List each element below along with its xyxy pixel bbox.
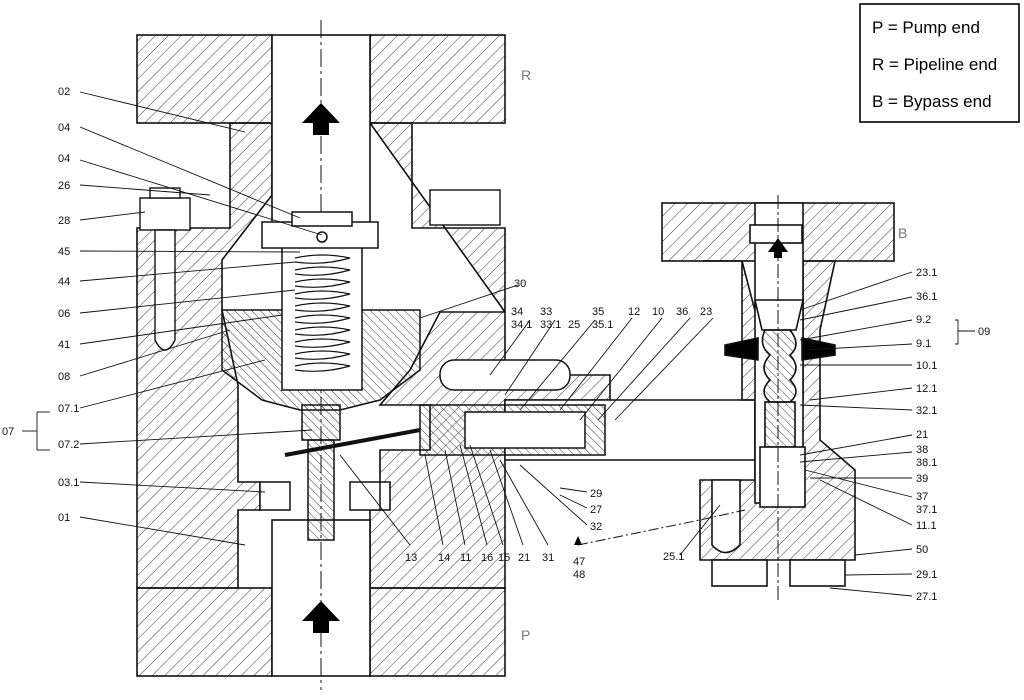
label-09: 09 — [978, 326, 990, 338]
label-11: 11 — [460, 552, 471, 564]
label-12: 12 — [628, 306, 640, 318]
left-labels: 02 04 04 26 28 45 44 06 41 08 07.1 07 07… — [2, 86, 79, 524]
label-38: 38 — [916, 444, 928, 456]
label-38-1: 38.1 — [916, 457, 937, 469]
label-10-1: 10.1 — [916, 360, 937, 372]
label-36-1: 36.1 — [916, 291, 937, 303]
bypass-valve-body — [661, 202, 895, 587]
legend-line-bypass: B = Bypass end — [872, 92, 992, 111]
bypass-pipe — [284, 359, 756, 461]
label-07: 07 — [2, 426, 14, 438]
label-13: 13 — [405, 552, 417, 564]
section-arrow — [574, 536, 582, 545]
label-50: 50 — [916, 544, 928, 556]
label-12-1: 12.1 — [916, 383, 937, 395]
end-label-p: P — [521, 627, 530, 643]
label-33-1: 33.1 — [540, 319, 561, 331]
legend-line-pipeline: R = Pipeline end — [872, 55, 997, 74]
label-37: 37 — [916, 491, 928, 503]
right-labels: 23.1 36.1 9.2 9.1 10.1 12.1 32.1 21 38 3… — [916, 267, 990, 603]
label-45: 45 — [58, 246, 70, 258]
label-02: 02 — [58, 86, 70, 98]
label-03-1: 03.1 — [58, 477, 79, 489]
label-37-1: 37.1 — [916, 504, 937, 516]
legend-box: P = Pump end R = Pipeline end B = Bypass… — [859, 3, 1020, 123]
label-9-2: 9.2 — [916, 314, 931, 326]
label-9-1: 9.1 — [916, 338, 931, 350]
label-21-r: 21 — [916, 429, 928, 441]
label-39: 39 — [916, 473, 928, 485]
label-48: 48 — [573, 569, 585, 581]
flow-arrow-up-bottom — [302, 601, 340, 633]
legend-line-pump: P = Pump end — [872, 18, 980, 37]
label-27: 27 — [590, 504, 602, 516]
label-04a: 04 — [58, 122, 70, 134]
label-26: 26 — [58, 180, 70, 192]
label-35-1: 35.1 — [592, 319, 613, 331]
label-47: 47 — [573, 556, 585, 568]
label-07-1: 07.1 — [58, 403, 79, 415]
section-line — [577, 509, 746, 546]
label-27-1: 27.1 — [916, 591, 937, 603]
label-31: 31 — [542, 552, 554, 564]
label-15: 15 — [498, 552, 510, 564]
end-label-b: B — [898, 225, 907, 241]
label-28: 28 — [58, 215, 70, 227]
label-06: 06 — [58, 308, 70, 320]
label-30: 30 — [514, 278, 526, 290]
label-11-1: 11.1 — [916, 520, 937, 532]
end-label-r: R — [521, 67, 531, 83]
leader-lines-left — [22, 91, 323, 546]
label-29: 29 — [590, 488, 602, 500]
label-33: 33 — [540, 306, 552, 318]
main-valve-body — [136, 34, 611, 677]
label-23: 23 — [700, 306, 712, 318]
label-25: 25 — [568, 319, 580, 331]
label-08: 08 — [58, 371, 70, 383]
label-14: 14 — [438, 552, 450, 564]
label-23-1: 23.1 — [916, 267, 937, 279]
bottom-labels: 13 14 11 16 15 21 31 29 27 32 47 48 25.1 — [405, 488, 684, 581]
label-07-2: 07.2 — [58, 439, 79, 451]
label-01: 01 — [58, 512, 70, 524]
label-25-1: 25.1 — [663, 551, 684, 563]
leader-lines-right — [339, 271, 975, 597]
label-21: 21 — [518, 552, 530, 564]
label-16: 16 — [481, 552, 493, 564]
label-10: 10 — [652, 306, 664, 318]
label-32-1: 32.1 — [916, 405, 937, 417]
valve-cone-and-spring — [221, 211, 421, 541]
label-41: 41 — [58, 339, 70, 351]
label-34: 34 — [511, 306, 523, 318]
label-36: 36 — [676, 306, 688, 318]
top-labels: 30 34 34.1 33 33.1 25 35 35.1 12 10 36 2… — [511, 278, 712, 331]
flow-arrow-up-top — [302, 103, 340, 135]
label-44: 44 — [58, 276, 70, 288]
label-34-1: 34.1 — [511, 319, 532, 331]
label-04b: 04 — [58, 153, 70, 165]
label-35: 35 — [592, 306, 604, 318]
label-29-1: 29.1 — [916, 569, 937, 581]
label-32: 32 — [590, 521, 602, 533]
